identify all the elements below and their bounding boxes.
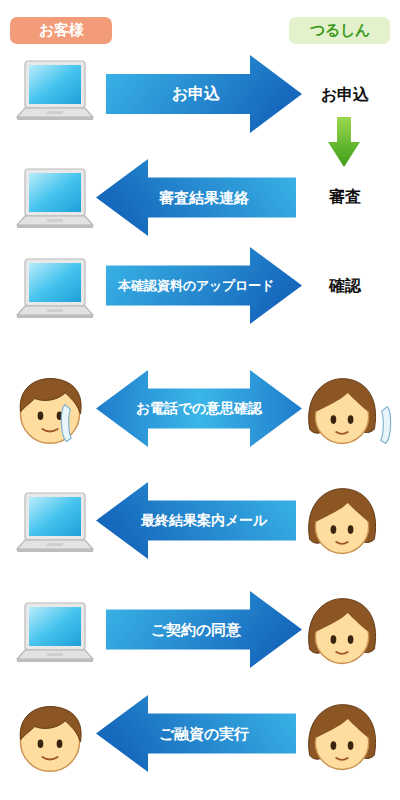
step-label: お申込 <box>321 85 369 106</box>
laptop-icon <box>17 259 93 318</box>
laptop-icon <box>17 61 93 120</box>
arrow-body <box>96 482 296 559</box>
header-tag: つるしん <box>289 17 390 44</box>
header-text: お客様 <box>39 21 84 40</box>
block-arrow: 審査結果連絡 <box>96 159 296 236</box>
arrow-label: お電話での意思確認 <box>136 400 262 418</box>
arrow-label: 本確認資料のアップロード <box>118 277 274 295</box>
phone-icon <box>381 407 391 444</box>
block-arrow: ご契約の同意 <box>106 591 302 668</box>
step-label: 確認 <box>329 276 361 297</box>
staff-icon <box>309 599 376 664</box>
arrow-body <box>96 159 296 236</box>
header-tag: お客様 <box>10 17 112 44</box>
arrow-label: 審査結果連絡 <box>159 188 249 207</box>
phone-icon <box>61 405 71 442</box>
staff-icon <box>309 489 376 554</box>
arrow-label: 最終結果案内メール <box>141 512 267 530</box>
arrow-label: ご融資の実行 <box>159 724 249 743</box>
arrow-body <box>96 370 302 447</box>
block-arrow: 本確認資料のアップロード <box>106 247 302 324</box>
laptop-icon <box>17 603 93 662</box>
arrow-label: お申込 <box>172 84 220 105</box>
block-arrow: お申込 <box>106 55 302 133</box>
laptop-icon <box>17 493 93 552</box>
customer-icon <box>20 707 81 772</box>
arrow-body <box>96 695 296 772</box>
header-text: つるしん <box>310 21 370 40</box>
laptop-icon <box>17 169 93 228</box>
step-label: 審査 <box>329 187 361 208</box>
block-arrow: 最終結果案内メール <box>96 482 296 559</box>
arrow-body <box>106 55 302 133</box>
down-arrow <box>328 117 360 167</box>
staff-icon <box>309 705 376 770</box>
arrow-label: ご契約の同意 <box>151 620 241 639</box>
arrow-body <box>106 247 302 324</box>
block-arrow: お電話での意思確認 <box>96 370 302 447</box>
arrow-body <box>106 591 302 668</box>
customer-icon <box>20 379 81 444</box>
block-arrow: ご融資の実行 <box>96 695 296 772</box>
staff-icon <box>309 379 376 444</box>
